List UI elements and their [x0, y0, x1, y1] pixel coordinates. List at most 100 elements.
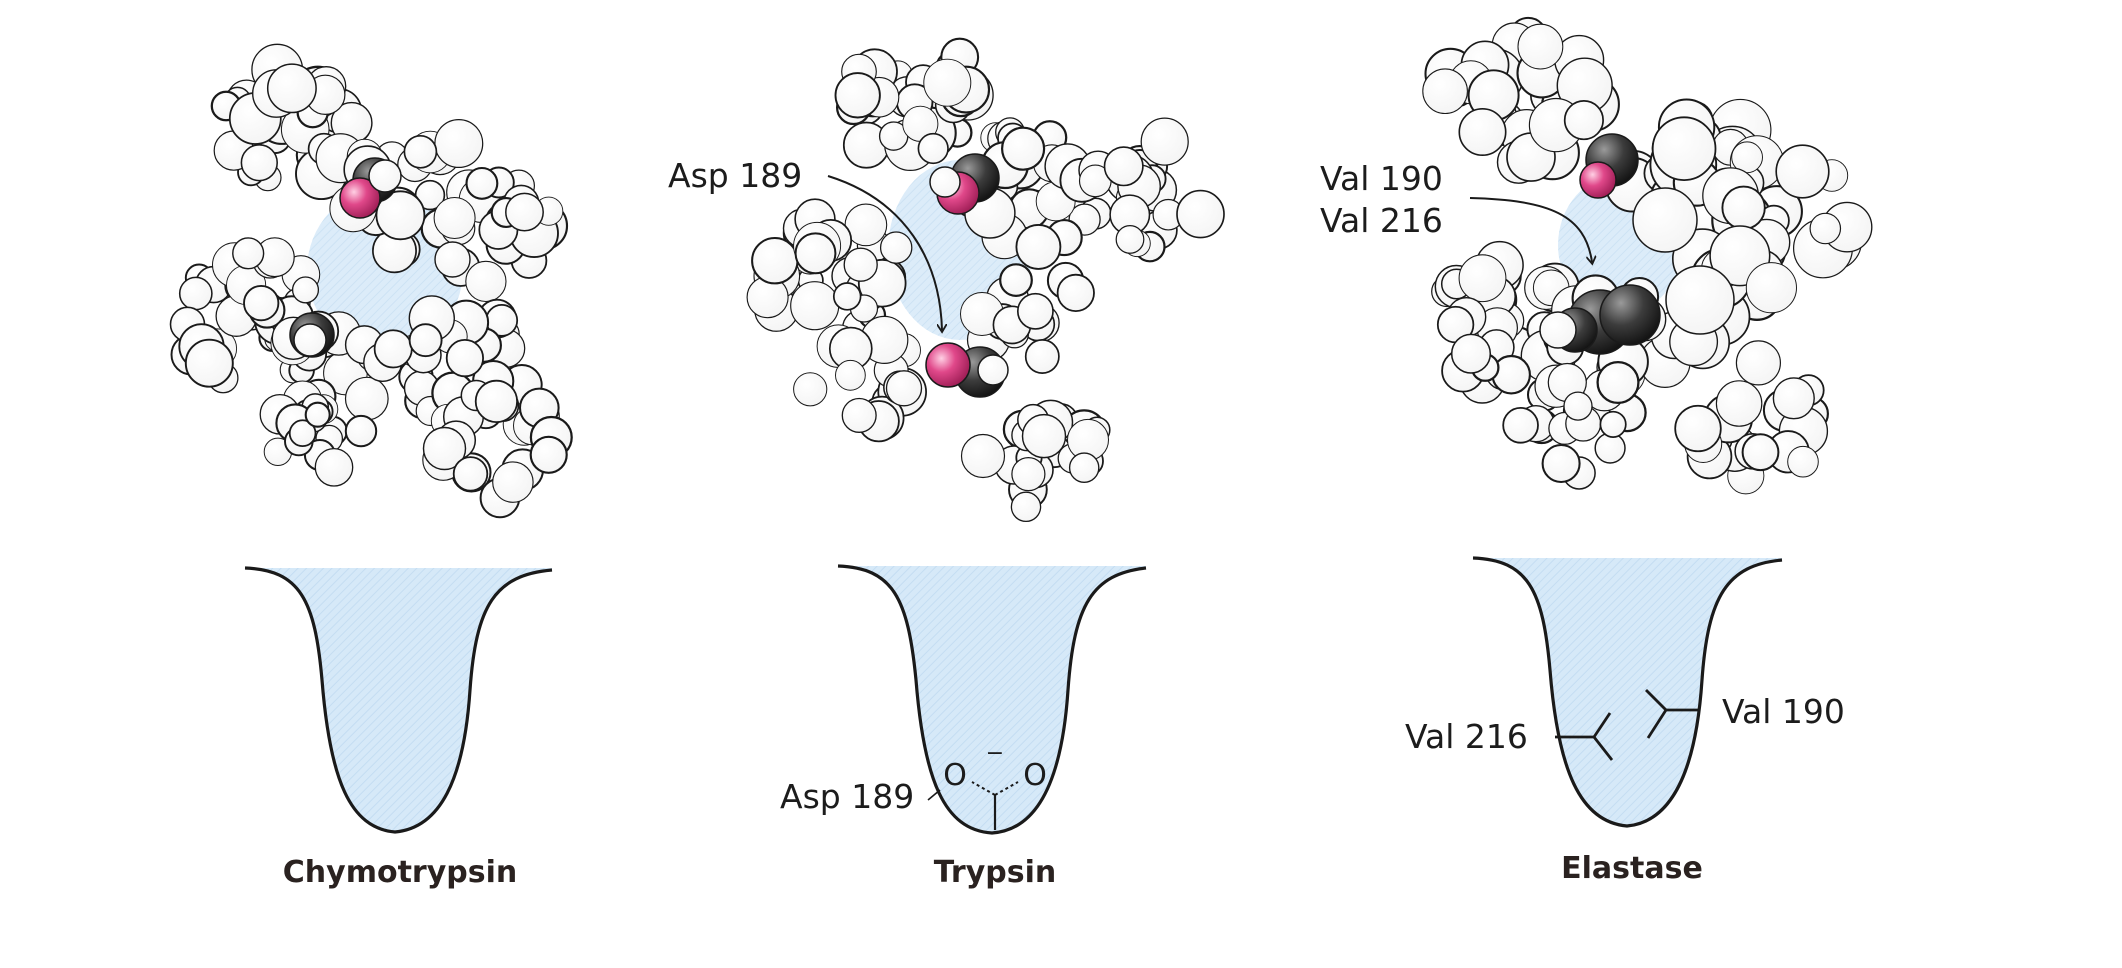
- panel-chymotrypsin: Chymotrypsin: [169, 43, 573, 890]
- atom-sphere: [1011, 456, 1046, 492]
- atom-sphere: [529, 435, 568, 474]
- trypsin-name: Trypsin: [934, 855, 1057, 890]
- elastase-pocket-diagram: [1472, 556, 1783, 828]
- atom-sphere: [1517, 23, 1564, 70]
- atom-sphere: [1422, 68, 1468, 115]
- trypsin-pocket-outline: [837, 564, 1147, 835]
- atom-sphere: [1539, 311, 1577, 349]
- atom-sphere: [266, 63, 317, 114]
- atom-sphere: [1015, 223, 1062, 270]
- atom-sphere: [1741, 433, 1780, 472]
- carboxylate-right-bond: [994, 781, 1019, 796]
- atom-sphere: [1115, 224, 1145, 254]
- carboxylate-charge: −: [986, 741, 1004, 766]
- atom-sphere: [178, 276, 213, 311]
- atom-sphere: [1665, 265, 1735, 335]
- atom-sphere: [445, 338, 484, 378]
- elastase-top-label-1: Val 190: [1320, 159, 1443, 198]
- atom-sphere: [1541, 443, 1581, 484]
- atom-sphere: [1458, 254, 1507, 303]
- trypsin-atoms: [746, 37, 1225, 523]
- atom-sphere: [1450, 333, 1492, 374]
- atom-sphere: [1068, 452, 1100, 483]
- atom-sphere: [999, 263, 1033, 298]
- atom-sphere: [832, 282, 862, 311]
- atom-sphere: [794, 232, 837, 275]
- elastase-pocket: [1473, 558, 1782, 826]
- val216-branch-down: [1592, 736, 1614, 761]
- trypsin-pocket-label: Asp 189: [780, 777, 914, 816]
- atom-sphere: [1010, 491, 1042, 523]
- chymotrypsin-pocket-diagram: [244, 566, 553, 834]
- atom-sphere: [434, 241, 471, 278]
- atom-sphere: [1809, 212, 1842, 245]
- val216-side-chain: [1555, 712, 1614, 761]
- atom-sphere: [923, 58, 972, 107]
- atom-sphere: [1721, 185, 1766, 230]
- trypsin-pocket: [838, 566, 1146, 833]
- atom-sphere: [1775, 144, 1830, 199]
- atom-sphere: [790, 281, 840, 331]
- elastase-space-filling-model: [1422, 16, 1873, 495]
- atom-sphere: [1103, 146, 1144, 187]
- atom-sphere: [1715, 380, 1763, 427]
- atom-sphere: [433, 196, 476, 240]
- atom-sphere: [1024, 339, 1060, 374]
- atom-sphere: [293, 323, 327, 357]
- atom-sphere: [465, 260, 507, 303]
- atom-sphere: [344, 376, 389, 421]
- chymotrypsin-pocket-outline: [244, 566, 553, 834]
- atom-sphere: [960, 433, 1006, 479]
- val190-side-chain: [1645, 689, 1700, 739]
- atom-sphere: [835, 359, 866, 391]
- atom-sphere: [1632, 187, 1698, 253]
- trypsin-label-arrow: [827, 175, 942, 330]
- chymotrypsin-atoms: [169, 43, 573, 519]
- atom-sphere: [1140, 117, 1189, 166]
- atom-sphere: [434, 118, 484, 169]
- atom-sphere: [1176, 189, 1225, 239]
- panel-elastase: Val 190 Val 216 Val 216 Val 190 Elastase: [1320, 16, 1873, 886]
- val190-branch-down: [1646, 709, 1668, 739]
- dark-atom: [1599, 284, 1661, 346]
- highlighted-atom: [339, 177, 381, 219]
- atom-sphere: [1735, 340, 1782, 386]
- chymotrypsin-space-filling-model: [169, 43, 573, 519]
- panel-trypsin: Asp 189 O O − Asp 189 Trypsin: [668, 37, 1225, 890]
- elastase-label-arrow: [1469, 197, 1592, 262]
- atom-sphere: [288, 419, 317, 447]
- atom-sphere: [1594, 432, 1626, 464]
- atom-sphere: [1674, 404, 1722, 453]
- val190-branch-up: [1645, 689, 1667, 711]
- atom-sphere: [1001, 126, 1046, 171]
- atom-sphere: [403, 134, 438, 169]
- atom-sphere: [373, 329, 413, 369]
- atom-sphere: [304, 401, 331, 428]
- atom-sphere: [1563, 391, 1593, 421]
- carboxylate-left-bond: [971, 781, 996, 796]
- atom-sphere: [344, 414, 378, 448]
- atom-sphere: [408, 323, 443, 358]
- atom-sphere: [1745, 262, 1797, 314]
- atom-sphere: [474, 379, 518, 423]
- atom-sphere: [243, 284, 280, 322]
- atom-sphere: [1599, 410, 1627, 438]
- atom-sphere: [793, 372, 828, 407]
- atom-sphere: [368, 159, 402, 193]
- atom-sphere: [452, 456, 489, 492]
- elastase-name: Elastase: [1561, 851, 1703, 886]
- atom-sphere: [1056, 273, 1095, 312]
- atom-sphere: [465, 166, 499, 200]
- atom-sphere: [1596, 360, 1640, 405]
- atom-sphere: [841, 397, 877, 433]
- elastase-top-label-2: Val 216: [1320, 201, 1443, 240]
- atom-sphere: [492, 461, 534, 503]
- atom-sphere: [291, 276, 320, 304]
- atom-sphere: [751, 236, 799, 285]
- atom-sphere: [184, 338, 234, 388]
- atom-sphere: [1021, 413, 1067, 459]
- trypsin-top-label: Asp 189: [668, 156, 802, 195]
- atom-sphere: [505, 192, 544, 232]
- carboxylate-oxygen-right: O: [1023, 758, 1047, 793]
